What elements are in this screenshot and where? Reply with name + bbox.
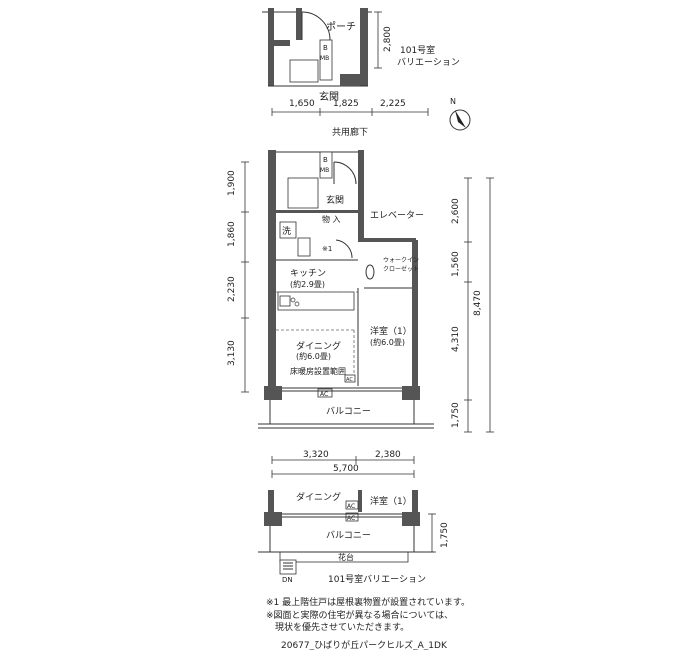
washer-label: 洗	[282, 225, 291, 237]
dim-5700: 5,700	[333, 464, 359, 474]
dim-3320: 3,320	[303, 450, 329, 460]
dim-2380: 2,380	[375, 450, 401, 460]
top-porch-label: ポーチ	[326, 21, 356, 33]
floor-heating-label: 床暖房設置範囲	[290, 366, 346, 376]
note-mark-label: ※1	[322, 245, 332, 253]
main-plan: B MB 玄関 エレベーター 洗 物 入 ※1 ウォークイン クローゼット キッ…	[258, 150, 434, 429]
bottom-balcony-label: バルコニー	[326, 530, 371, 541]
top-variation: B MB ポーチ 玄関 2,800 101号室 バリエーション	[262, 8, 460, 103]
walkin-label-line1: ウォークイン	[383, 256, 419, 264]
top-dim-2800: 2,800	[383, 26, 393, 52]
top-caption-line1: 101号室	[400, 44, 435, 56]
dim-2230: 2,230	[227, 276, 237, 302]
dim-1860: 1,860	[227, 221, 237, 247]
dining-area-label: (約6.0畳)	[296, 351, 331, 361]
bottom-bedroom-label: 洋室（1）	[370, 495, 412, 507]
kitchen-label: キッチン	[290, 268, 326, 279]
planter-label: 花台	[338, 552, 354, 562]
dim-1560: 1,560	[451, 251, 461, 277]
dim-1750: 1,750	[451, 402, 461, 428]
bottom-caption: 101号室バリエーション	[328, 573, 426, 585]
footer-id: 20677_ひばりが丘パークヒルズ_A_1DK	[281, 639, 448, 650]
top-entrance-label: 玄関	[319, 90, 339, 103]
left-dimensions: 1,900 1,860 2,230 3,130	[227, 161, 249, 393]
bottom-dim-1750: 1,750	[440, 522, 450, 548]
north-arrow-icon: N	[449, 97, 471, 131]
dining-label: ダイニング	[296, 340, 341, 352]
main-b-label: B	[323, 156, 328, 164]
dim-2225: 2,225	[380, 99, 406, 109]
dim-1900: 1,900	[227, 170, 237, 196]
notes: ※1 最上階住戸は屋根裏物置が設置されています。 ※図面と実際の住宅が異なる場合…	[266, 596, 470, 650]
top-mb-label: MB	[320, 55, 329, 62]
dn-label: DN	[282, 576, 293, 584]
upper-dimensions: 1,650 1,825 2,225	[271, 99, 429, 116]
ac-label: AC	[346, 377, 353, 383]
top-caption-line2: バリエーション	[397, 57, 460, 68]
right-dimensions: 2,600 1,560 4,310 1,750 8,470	[451, 177, 494, 433]
lower-dimensions: 3,320 2,380 5,700	[271, 450, 415, 478]
bottom-ac1-label: AC	[347, 503, 355, 510]
bottom-variation: ダイニング 洋室（1） AC AC バルコニー 花台 1,750 DN 101号…	[258, 490, 450, 585]
kitchen-area-label: (約2.9畳)	[290, 279, 325, 289]
bedroom-label: 洋室（1）	[370, 325, 412, 337]
storage-label: 物 入	[322, 214, 341, 224]
note-line-1: ※1 最上階住戸は屋根裏物置が設置されています。	[266, 596, 470, 608]
note-line-2: ※図面と実際の住宅が異なる場合については、	[266, 609, 453, 621]
corridor-label: 共用廊下	[332, 126, 368, 138]
main-mb-label: MB	[320, 167, 329, 174]
dim-1650: 1,650	[289, 99, 315, 109]
ac2-label: AC	[320, 391, 328, 398]
dim-8470: 8,470	[473, 290, 483, 316]
dim-1825: 1,825	[333, 99, 359, 109]
compass-n-label: N	[450, 97, 456, 106]
bedroom-area-label: (約6.0畳)	[370, 337, 405, 347]
bottom-ac2-label: AC	[347, 515, 355, 522]
elevator-label: エレベーター	[370, 210, 424, 221]
balcony-label: バルコニー	[326, 406, 371, 417]
dim-2600: 2,600	[451, 198, 461, 224]
dim-4310: 4,310	[451, 326, 461, 352]
walkin-label-line2: クローゼット	[383, 265, 419, 273]
note-line-3: 現状を優先させていただきます。	[266, 621, 409, 633]
top-b-label: B	[323, 44, 328, 52]
dim-3130: 3,130	[227, 340, 237, 366]
main-entrance-label: 玄関	[326, 194, 344, 206]
bottom-dining-label: ダイニング	[296, 491, 341, 503]
